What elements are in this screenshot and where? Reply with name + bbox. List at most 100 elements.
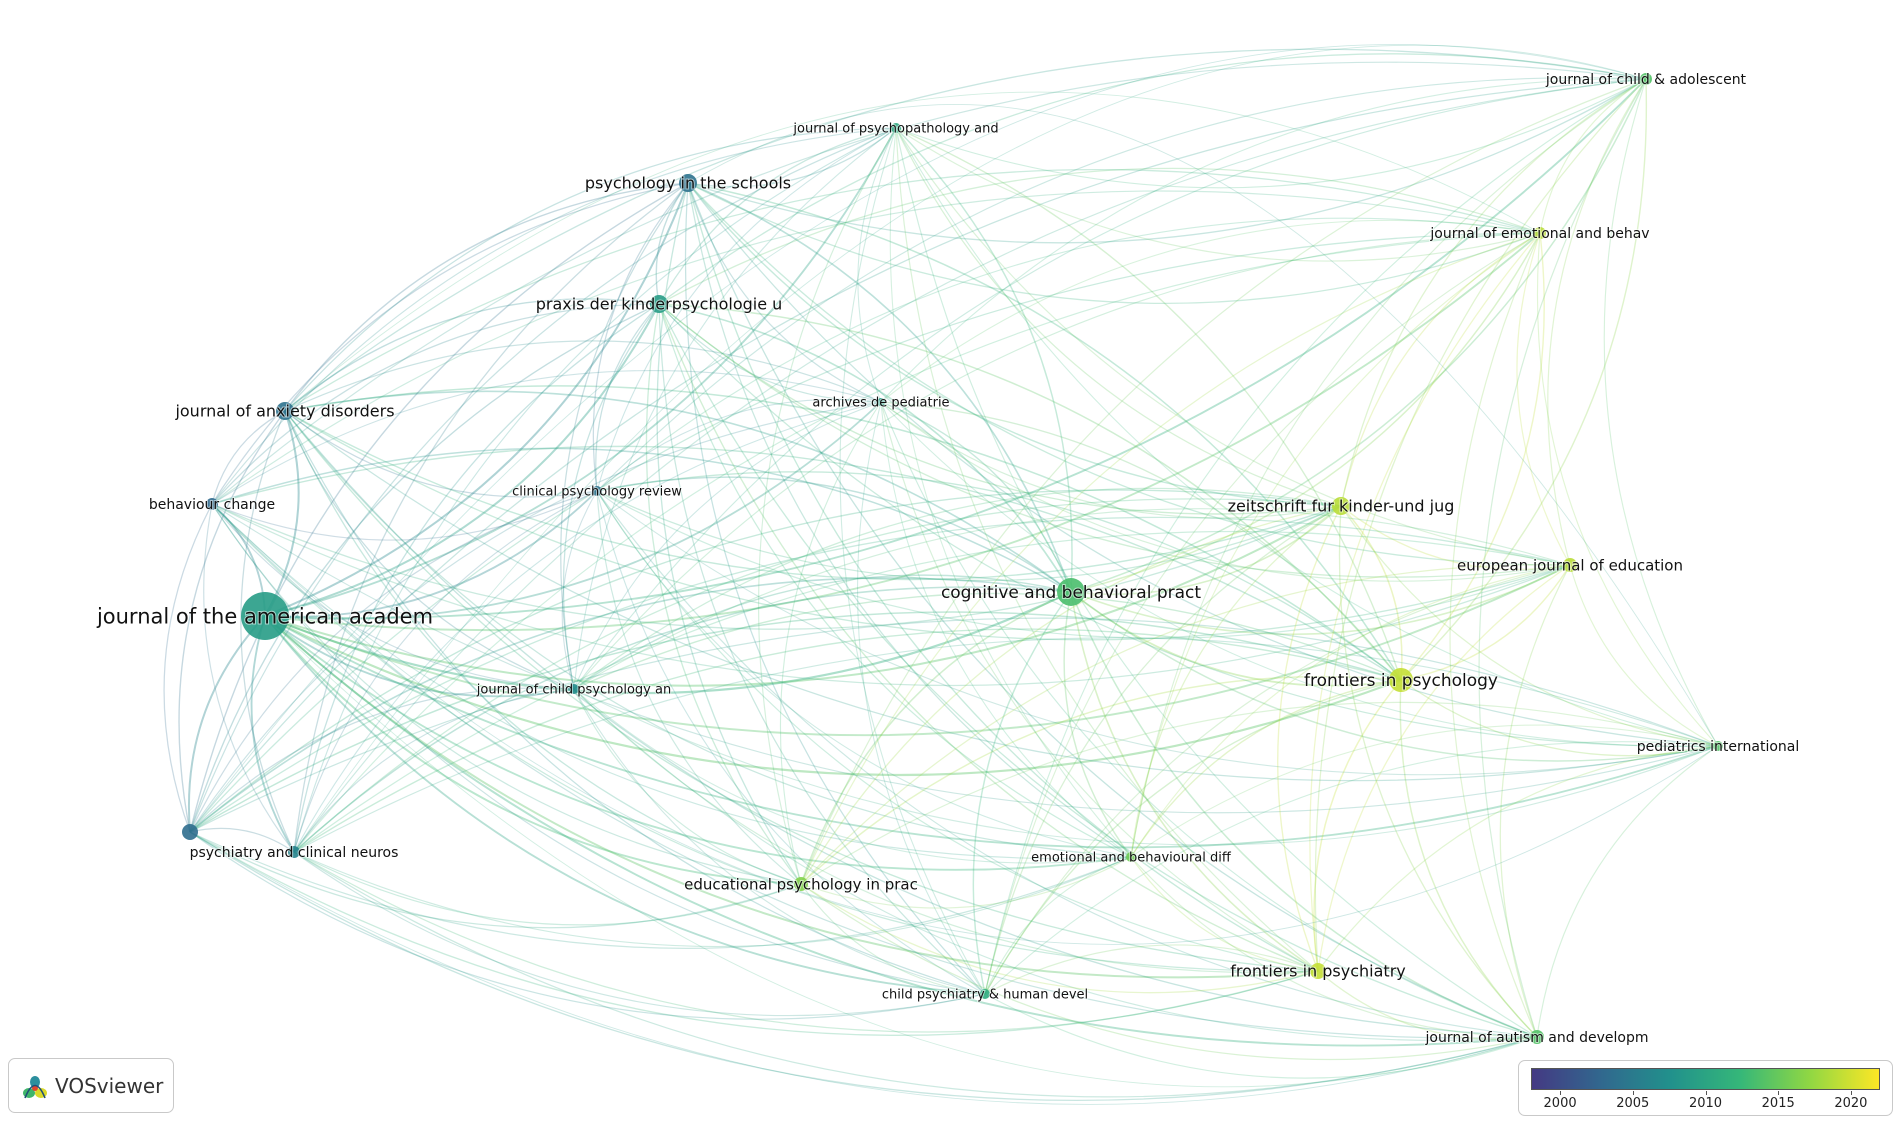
link-edge [895,78,1647,189]
journal-label[interactable]: frontiers in psychiatry [1229,961,1407,982]
link-edge [284,91,1541,412]
journal-label[interactable]: educational psychology in prac [683,874,919,894]
link-edge [189,831,1538,1102]
link-edge [1070,564,1571,635]
link-edge [284,340,882,412]
link-edge [800,564,1571,885]
journal-label[interactable]: praxis der kinderpsychologie u [535,294,784,315]
journal-label[interactable]: behaviour change [148,496,276,514]
link-edge [573,688,1719,846]
vosviewer-logo-icon [23,1075,47,1098]
link-edge [293,851,1319,1033]
link-edge [658,303,1072,593]
link-edge [1070,591,1538,1038]
journal-node[interactable] [288,846,300,858]
journal-label[interactable]: journal of anxiety disorders [173,401,395,422]
link-edge [573,232,1541,690]
link-edge [189,44,1647,833]
link-edge [573,688,1319,974]
link-edge [211,503,1342,630]
journal-node[interactable] [1332,497,1350,515]
link-edge [880,401,1402,681]
link-edge [984,505,1342,995]
journal-node[interactable] [569,684,579,694]
journal-label[interactable]: journal of child & adolescent [1544,71,1748,89]
journal-label[interactable]: child psychiatry & human devel [881,987,1089,1004]
link-edge [972,591,1072,995]
link-edge [1317,745,1719,972]
link-edge [687,182,1132,858]
link-edge [264,615,1402,777]
link-edge [293,637,1719,853]
journal-node[interactable] [1640,73,1652,85]
journal-label[interactable]: journal of the american academ [95,603,434,629]
journal-node[interactable] [891,123,901,133]
link-edge [189,489,1342,833]
journal-node[interactable] [182,824,198,840]
link-edge [293,232,1541,853]
link-edge [264,590,1072,695]
journal-label[interactable]: frontiers in psychology [1303,670,1499,692]
journal-node[interactable] [679,174,697,192]
journal-node[interactable] [1310,963,1326,979]
journal-node[interactable] [1126,852,1136,862]
link-edge [573,508,1571,690]
journal-label[interactable]: zeitschrift fur kinder-und jug [1227,496,1456,517]
link-edge [284,410,1571,641]
journal-label[interactable]: clinical psychology review [511,484,683,501]
legend-tick [1632,1091,1634,1095]
journal-node[interactable] [592,486,602,496]
journal-label[interactable]: journal of psychopathology and [791,121,999,138]
link-edge [189,831,1538,1105]
link-edge [284,410,1342,581]
link-edge [211,503,1538,1039]
journal-node[interactable] [877,398,885,406]
journal-node[interactable] [206,498,218,510]
journal-label[interactable]: pediatrics international [1636,738,1801,756]
link-edge [264,615,1719,849]
link-edge [658,303,986,995]
link-edge [1070,591,1319,972]
link-edge [573,78,1647,690]
link-edge [293,851,1538,1098]
link-edge [189,182,689,833]
link-edge [573,127,897,690]
journal-node[interactable] [650,295,668,313]
link-edge [1603,78,1719,747]
link-edge [895,127,1541,262]
link-edge [293,628,1402,853]
journal-node[interactable] [1563,558,1577,572]
link-edge [189,303,660,833]
journal-node[interactable] [1713,741,1723,751]
journal-label[interactable]: journal of emotional and behav [1428,225,1650,243]
journal-label[interactable]: psychiatry and clinical neuros [189,844,400,862]
journal-node[interactable] [1389,668,1413,692]
journal-label[interactable]: psychology in the schools [584,173,792,194]
journal-label[interactable]: archives de pediatrie [811,395,950,412]
link-edge [189,687,575,833]
journal-label[interactable]: cognitive and behavioral pract [940,582,1202,604]
link-edge [800,505,1342,885]
journal-label[interactable]: journal of child psychology an [475,682,672,699]
link-edge [284,410,1719,782]
journal-node[interactable] [241,592,289,640]
journal-node[interactable] [794,877,808,891]
link-edge [189,831,802,929]
link-edge [880,401,1072,593]
link-edge [293,303,660,853]
link-edge [758,127,897,885]
link-edge [1070,232,1541,593]
journal-node[interactable] [1530,1030,1544,1044]
journal-node[interactable] [276,402,294,420]
journal-node[interactable] [980,989,990,999]
legend-tick [1778,1091,1780,1095]
link-edge [687,78,1647,244]
journal-label[interactable]: journal of autism and developm [1424,1029,1650,1047]
journal-label[interactable]: european journal of education [1456,555,1684,575]
link-edge [658,167,1541,305]
journal-node[interactable] [1534,227,1546,239]
journal-node[interactable] [1057,578,1085,606]
journal-label[interactable]: emotional and behavioural diff [1030,850,1233,867]
link-edge [800,856,1132,909]
